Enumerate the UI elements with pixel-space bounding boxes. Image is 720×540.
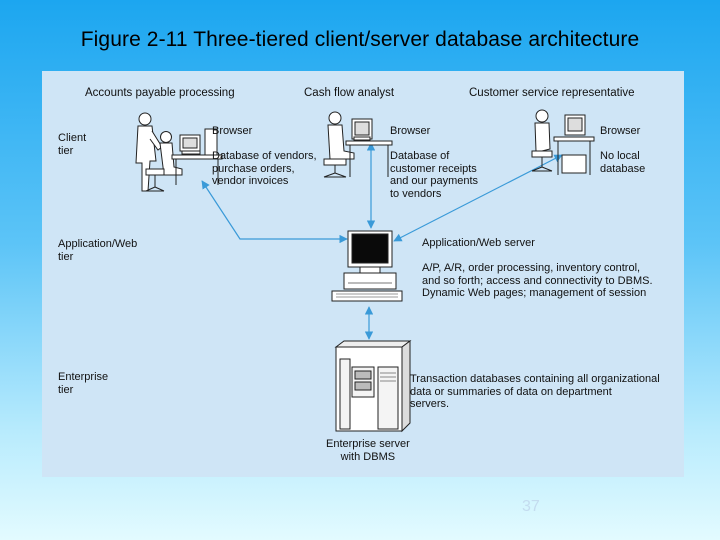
tier-label-client: Client tier xyxy=(58,132,87,157)
cf-database-label: Database of customer receipts and our pa… xyxy=(390,150,479,200)
customer-service-workstation-icon xyxy=(531,109,595,175)
architecture-diagram: Accounts payable processing Cash flow an… xyxy=(42,71,684,477)
role-accounts-payable: Accounts payable processing xyxy=(85,87,235,99)
app-server-icon xyxy=(331,230,403,302)
enterprise-server-label: Enterprise server with DBMS xyxy=(326,438,410,463)
app-server-title: Application/Web server xyxy=(422,237,535,249)
enterprise-server-icon xyxy=(334,340,412,433)
connector-cs-to-app xyxy=(393,154,563,242)
ap-browser-label: Browser xyxy=(212,125,253,137)
app-server-description: A/P, A/R, order processing, inventory co… xyxy=(422,262,653,299)
connector-lines xyxy=(201,142,563,340)
accounts-payable-workstation-icon xyxy=(135,112,223,192)
tier-label-enterprise: Enterprise tier xyxy=(58,371,109,396)
cash-flow-workstation-icon xyxy=(323,111,393,178)
ap-database-label: Database of vendors, purchase orders, ve… xyxy=(212,150,317,187)
tier-label-application: Application/Web tier xyxy=(58,238,138,263)
slide-title: Figure 2-11 Three-tiered client/server d… xyxy=(80,28,640,51)
cf-browser-label: Browser xyxy=(390,125,431,137)
enterprise-description: Transaction databases containing all org… xyxy=(410,373,660,410)
role-cash-flow-analyst: Cash flow analyst xyxy=(304,87,395,99)
cs-database-label: No local database xyxy=(600,150,646,175)
cs-browser-label: Browser xyxy=(600,125,641,137)
connector-ap-to-app xyxy=(201,180,348,244)
page-number: 37 xyxy=(522,498,540,515)
diagram-graphics xyxy=(135,109,595,433)
role-customer-service: Customer service representative xyxy=(469,87,635,99)
